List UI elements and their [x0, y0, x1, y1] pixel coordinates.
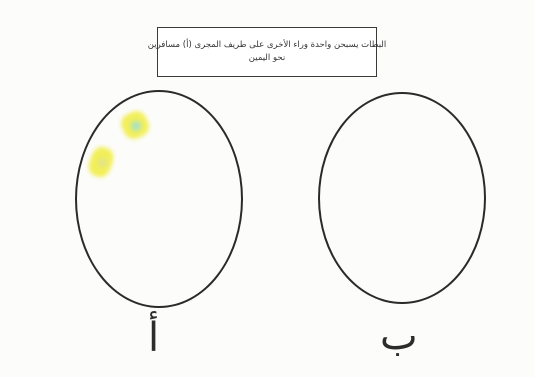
circle-a-label: أ: [148, 318, 159, 358]
yellow-highlight-mark: [98, 158, 107, 167]
answer-circle-a: [75, 90, 243, 308]
circle-b-label: ب: [380, 316, 418, 356]
instruction-line-2: نحو اليمين: [249, 52, 285, 65]
instruction-line-1: البطات يسبحن واحدة وراء الأخرى على طريف …: [148, 39, 386, 52]
instruction-box: البطات يسبحن واحدة وراء الأخرى على طريف …: [157, 27, 377, 77]
yellow-highlight-mark: [131, 121, 141, 131]
answer-circle-b: [318, 92, 486, 304]
